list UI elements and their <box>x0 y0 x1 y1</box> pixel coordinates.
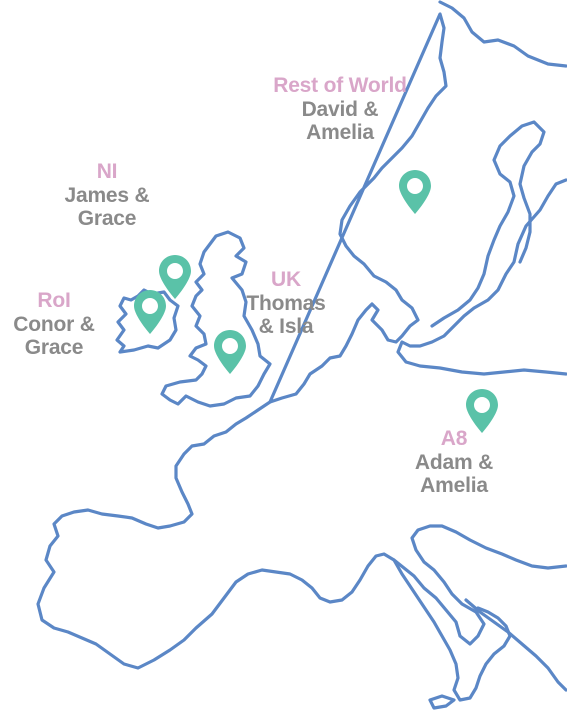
participant-names: Adam & <box>414 450 494 474</box>
ireland-coastline <box>115 288 180 354</box>
sicily-coastline <box>428 694 456 710</box>
label-a8: A8 Adam & Amelia <box>400 427 508 498</box>
label-uk: UK Thomas & Isla <box>236 268 336 339</box>
participant-names: Amelia <box>420 474 488 498</box>
participant-names: Grace <box>24 336 84 360</box>
baltic-coastline <box>430 120 546 328</box>
map-pin-icon[interactable] <box>397 168 433 216</box>
mainland-europe-coastline <box>268 0 567 404</box>
region-name: RoI <box>37 289 71 312</box>
label-rest-of-world: Rest of World David & Amelia <box>262 74 418 145</box>
region-name: UK <box>271 268 301 291</box>
balkan-coastline <box>464 598 567 692</box>
map-pin-icon[interactable] <box>212 328 248 376</box>
region-name: A8 <box>440 427 468 450</box>
participant-names: David & <box>301 97 379 121</box>
pin-rest-of-world <box>399 170 431 214</box>
region-name: Rest of World <box>273 74 407 97</box>
label-ni: NI James & Grace <box>48 160 166 231</box>
label-roi: RoI Conor & Grace <box>2 289 106 360</box>
participant-names: & Isla <box>258 315 314 339</box>
pin-ni <box>159 255 191 299</box>
map-pin-icon[interactable] <box>157 253 193 301</box>
italy-coastline <box>392 558 512 702</box>
pin-uk <box>214 330 246 374</box>
participant-names: James & <box>64 183 150 207</box>
coastlines <box>36 0 567 710</box>
great-britain-coastline <box>160 230 272 408</box>
participant-names: Grace <box>77 207 137 231</box>
participant-names: Amelia <box>306 121 374 145</box>
participant-names: Conor & <box>13 312 95 336</box>
southern-europe-coastline <box>36 400 567 670</box>
pin-roi <box>134 290 166 334</box>
map-pin-icon[interactable] <box>464 387 500 435</box>
pin-a8 <box>466 389 498 433</box>
region-name: NI <box>96 160 118 183</box>
map-pin-icon[interactable] <box>132 288 168 336</box>
participant-names: Thomas <box>246 291 326 315</box>
